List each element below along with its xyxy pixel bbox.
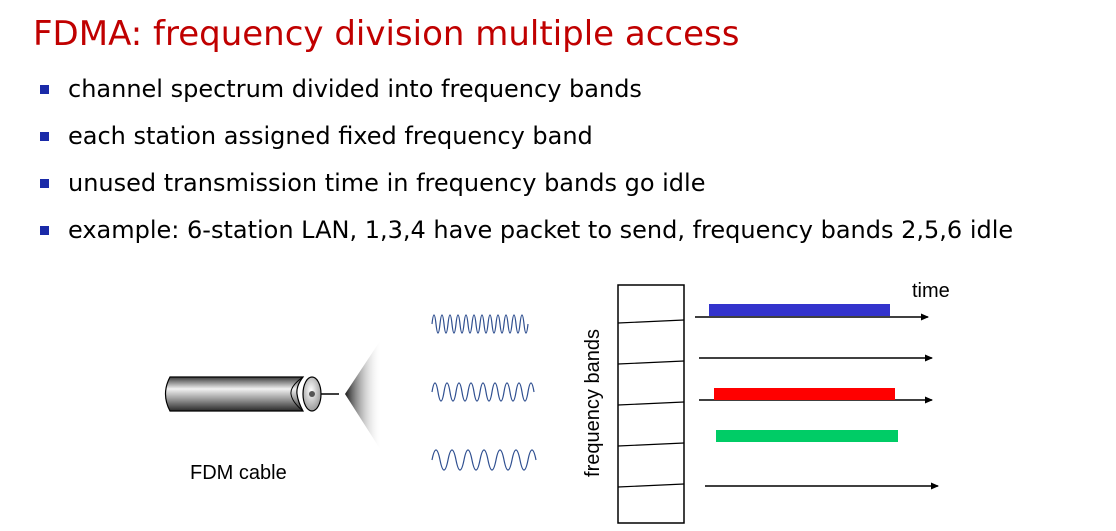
bullet-item: channel spectrum divided into frequency … (40, 72, 1013, 119)
bullet-square-icon (40, 132, 49, 141)
band-4-transmission-bar (716, 430, 898, 442)
bullet-item: each station assigned fixed frequency ba… (40, 119, 1013, 166)
bullet-item: example: 6-station LAN, 1,3,4 have packe… (40, 213, 1013, 260)
sine-wave-low-frequency (431, 449, 537, 471)
x-axis-label: time (912, 280, 950, 302)
bullet-text: each station assigned fixed frequency ba… (68, 122, 593, 150)
slide-title: FDMA: frequency division multiple access (33, 14, 740, 54)
bullet-square-icon (40, 179, 49, 188)
fdm-cable-icon (164, 376, 339, 412)
band-3-transmission-bar (714, 388, 895, 400)
bullet-text: channel spectrum divided into frequency … (68, 75, 642, 103)
bullet-square-icon (40, 85, 49, 94)
y-axis-label: frequency bands (582, 329, 604, 477)
bullet-text: unused transmission time in frequency ba… (68, 169, 706, 197)
sine-wave-medium-frequency (431, 382, 535, 402)
bullet-square-icon (40, 226, 49, 235)
bullet-item: unused transmission time in frequency ba… (40, 166, 1013, 213)
cable-label: FDM cable (190, 462, 287, 484)
frequency-bands-column (617, 284, 685, 524)
sine-wave-high-frequency (431, 314, 529, 334)
bullet-list: channel spectrum divided into frequency … (40, 72, 1013, 260)
bullet-text: example: 6-station LAN, 1,3,4 have packe… (68, 216, 1014, 244)
band-1-transmission-bar (709, 304, 890, 316)
signal-fanout-icon (345, 338, 382, 452)
